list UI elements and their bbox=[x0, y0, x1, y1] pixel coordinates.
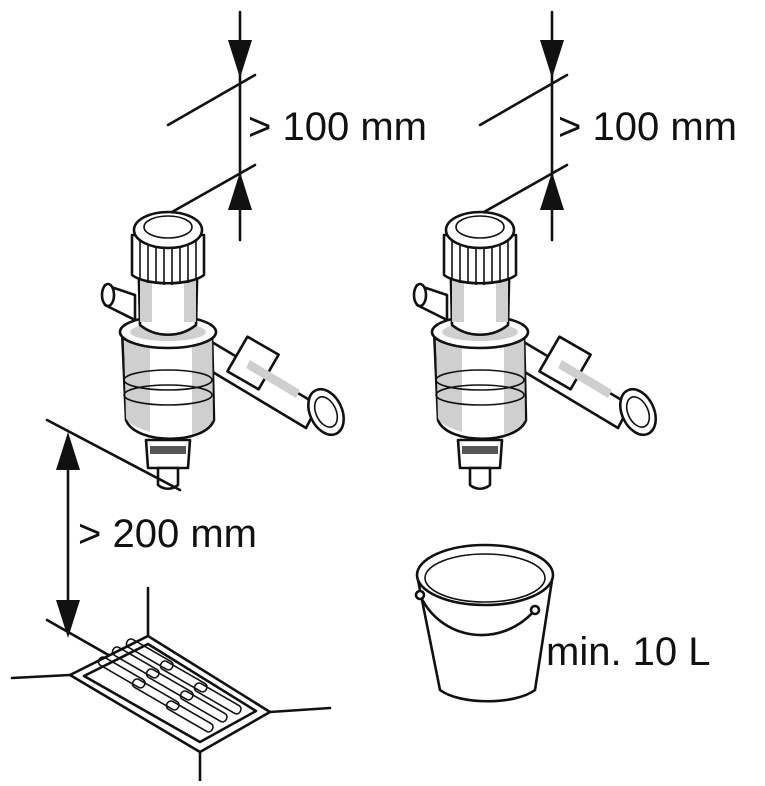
bottom-clearance-label: > 200 mm bbox=[78, 512, 257, 556]
top-clearance-dimension-left bbox=[166, 10, 257, 242]
top-clearance-label-right: > 100 mm bbox=[558, 105, 737, 149]
top-clearance-dimension-right bbox=[478, 10, 569, 242]
floor-drain bbox=[10, 586, 332, 783]
bucket-volume-label: min. 10 L bbox=[546, 630, 711, 674]
filter-unit-left bbox=[100, 210, 352, 491]
top-clearance-label-left: > 100 mm bbox=[248, 105, 427, 149]
bucket bbox=[414, 543, 555, 703]
filter-unit-right bbox=[412, 210, 664, 491]
